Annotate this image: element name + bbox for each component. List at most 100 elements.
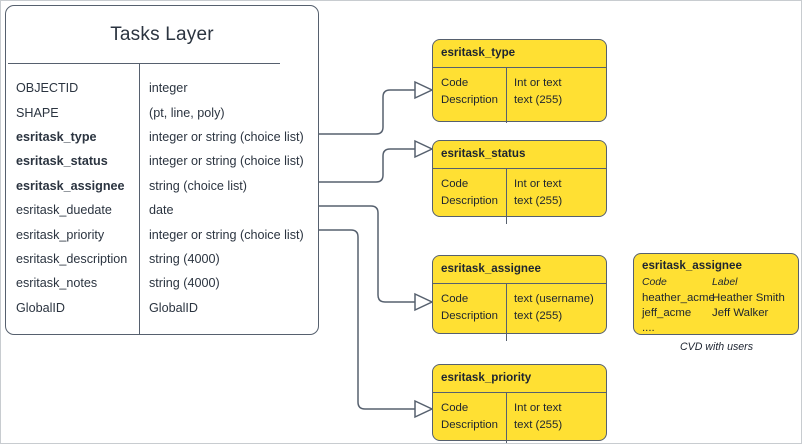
domain-field-value: text (255) (514, 309, 563, 322)
connector-status (319, 148, 415, 183)
domain-body: Code text (username) Description text (2… (433, 290, 606, 324)
list-item: jeff_acme Jeff Walker (634, 305, 798, 320)
list-item: .... (634, 320, 798, 335)
table-row: esritask_notes string (4000) (6, 271, 318, 295)
table-row: esritask_description string (4000) (6, 247, 318, 271)
connector-type (319, 89, 415, 135)
domain-title-divider (433, 283, 606, 284)
domain-column-divider (506, 283, 507, 341)
list-item: Description text (255) (433, 91, 606, 108)
field-name: GlobalID (16, 300, 65, 315)
cvd-code: .... (642, 321, 655, 334)
field-name: esritask_description (16, 251, 128, 266)
domain-title-divider (433, 392, 606, 393)
table-row: esritask_priority integer or string (cho… (6, 222, 318, 246)
cvd-body: Code Label heather_acme Heather Smith je… (634, 275, 798, 335)
domain-column-divider (506, 168, 507, 224)
domain-title-divider (433, 67, 606, 68)
domain-field-label: Code (441, 177, 469, 190)
domain-field-value: Int or text (514, 76, 562, 89)
field-name: esritask_status (16, 154, 108, 169)
cvd-label: Jeff Walker (712, 306, 769, 319)
domain-field-label: Code (441, 292, 469, 305)
list-item: Code Int or text (433, 175, 606, 192)
field-type: string (choice list) (149, 178, 247, 193)
domain-box-esritask-priority: esritask_priority Code Int or text Descr… (432, 364, 607, 443)
domain-box-esritask-type: esritask_type Code Int or text Descripti… (432, 39, 607, 123)
field-type: date (149, 203, 174, 218)
cvd-title: esritask_assignee (642, 259, 742, 272)
cvd-label: Heather Smith (712, 291, 785, 304)
domain-title: esritask_status (441, 147, 526, 160)
domain-box-esritask-status: esritask_status Code Int or text Descrip… (432, 140, 607, 224)
tasks-layer-table: Tasks Layer OBJECTID integer SHAPE (pt, … (5, 5, 319, 335)
domain-field-value: Int or text (514, 401, 562, 414)
cvd-header-code: Code (642, 277, 667, 288)
table-row: GlobalID GlobalID (6, 296, 318, 320)
column-divider (139, 63, 140, 334)
domain-title: esritask_priority (441, 371, 532, 384)
domain-title: esritask_assignee (441, 262, 541, 275)
list-item: Description text (255) (433, 416, 606, 433)
page-title: Tasks Layer (110, 23, 214, 45)
arrowhead-priority (414, 399, 434, 419)
domain-body: Code Int or text Description text (255) (433, 74, 606, 108)
table-row: esritask_duedate date (6, 198, 318, 222)
cvd-caption: CVD with users (680, 341, 753, 353)
table-row: esritask_type integer or string (choice … (6, 125, 318, 149)
list-item: Description text (255) (433, 307, 606, 324)
domain-body: Code Int or text Description text (255) (433, 175, 606, 209)
domain-field-label: Description (441, 194, 498, 207)
domain-field-value: Int or text (514, 177, 562, 190)
field-name: OBJECTID (16, 81, 79, 96)
domain-field-label: Description (441, 93, 498, 106)
field-type: integer or string (choice list) (149, 227, 304, 242)
field-type: integer or string (choice list) (149, 154, 304, 169)
list-item: heather_acme Heather Smith (634, 290, 798, 305)
list-item: Code text (username) (433, 290, 606, 307)
domain-field-label: Description (441, 309, 498, 322)
connector-assignee (319, 205, 415, 303)
field-name: esritask_notes (16, 276, 98, 291)
domain-column-divider (506, 67, 507, 123)
field-name: esritask_type (16, 129, 97, 144)
connector-priority (319, 229, 415, 410)
domain-field-label: Code (441, 401, 469, 414)
cvd-code: heather_acme (642, 291, 715, 304)
list-item: Code Int or text (433, 74, 606, 91)
cvd-sample-box: esritask_assignee Code Label heather_acm… (633, 253, 799, 335)
domain-field-label: Code (441, 76, 469, 89)
field-type: integer or string (choice list) (149, 129, 304, 144)
cvd-header-label: Label (712, 277, 738, 288)
field-name: SHAPE (16, 105, 59, 120)
domain-field-label: Description (441, 418, 498, 431)
field-type: string (4000) (149, 251, 220, 266)
field-type: GlobalID (149, 300, 198, 315)
domain-field-value: text (255) (514, 93, 563, 106)
field-name: esritask_assignee (16, 178, 125, 193)
domain-field-value: text (255) (514, 194, 563, 207)
field-list: OBJECTID integer SHAPE (pt, line, poly) … (6, 76, 318, 320)
table-row: esritask_status integer or string (choic… (6, 149, 318, 173)
domain-box-esritask-assignee: esritask_assignee Code text (username) D… (432, 255, 607, 341)
list-item: Code Int or text (433, 399, 606, 416)
domain-column-divider (506, 392, 507, 443)
domain-field-value: text (255) (514, 418, 563, 431)
field-type: (pt, line, poly) (149, 105, 225, 120)
arrowhead-assignee (414, 292, 434, 312)
domain-body: Code Int or text Description text (255) (433, 399, 606, 433)
domain-field-value: text (username) (514, 292, 594, 305)
arrowhead-status (414, 139, 434, 159)
domain-title-divider (433, 168, 606, 169)
field-type: integer (149, 81, 188, 96)
cvd-header-row: Code Label (634, 275, 798, 290)
table-row: OBJECTID integer (6, 76, 318, 100)
table-row: SHAPE (pt, line, poly) (6, 100, 318, 124)
domain-title: esritask_type (441, 46, 516, 59)
field-type: string (4000) (149, 276, 220, 291)
table-row: esritask_assignee string (choice list) (6, 174, 318, 198)
list-item: Description text (255) (433, 192, 606, 209)
field-name: esritask_priority (16, 227, 105, 242)
arrowhead-type (414, 80, 434, 100)
